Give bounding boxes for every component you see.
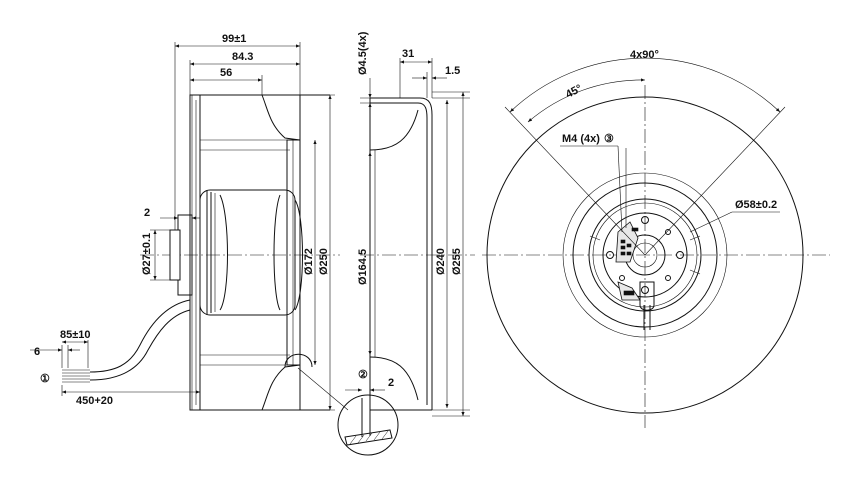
dim-thickness: 1.5 <box>445 65 460 77</box>
dim-hub-dia: Ø58±0.2 <box>735 199 777 211</box>
dim-spacing: 4x90° <box>630 49 659 61</box>
callout-3: ③ <box>604 133 614 145</box>
dim-flange: 2 <box>144 207 150 219</box>
dim-dia-255: Ø255 <box>451 248 463 275</box>
dim-cable-length: 450+20 <box>76 395 113 407</box>
dim-length-84: 84.3 <box>232 51 253 63</box>
dim-bolt-circle: Ø164.5 <box>357 249 369 285</box>
dim-detail-2: 2 <box>388 377 394 389</box>
side-view <box>30 42 349 411</box>
callout-1: ① <box>40 373 50 385</box>
front-view <box>482 57 830 428</box>
section-view <box>337 58 475 456</box>
dim-outer-dia: Ø250 <box>318 248 330 275</box>
dim-length-total: 99±1 <box>222 33 246 45</box>
electronics-components <box>620 227 639 256</box>
cable-strands <box>62 369 90 383</box>
dim-inlet-dia: Ø172 <box>303 248 315 275</box>
dim-shaft-dia: Ø27±0.1 <box>141 233 153 275</box>
dim-length-56: 56 <box>220 67 232 79</box>
dim-angle: 45° <box>564 82 584 100</box>
dim-dia-240: Ø240 <box>435 248 447 275</box>
dim-cable-85: 85±10 <box>60 329 91 341</box>
thread-label: M4 (4x) <box>562 133 600 145</box>
dim-hole: Ø4.5(4x) <box>357 31 369 75</box>
callout-2: ② <box>358 369 368 381</box>
dim-cable-strip: 6 <box>34 346 40 358</box>
dim-depth-31: 31 <box>402 48 414 60</box>
